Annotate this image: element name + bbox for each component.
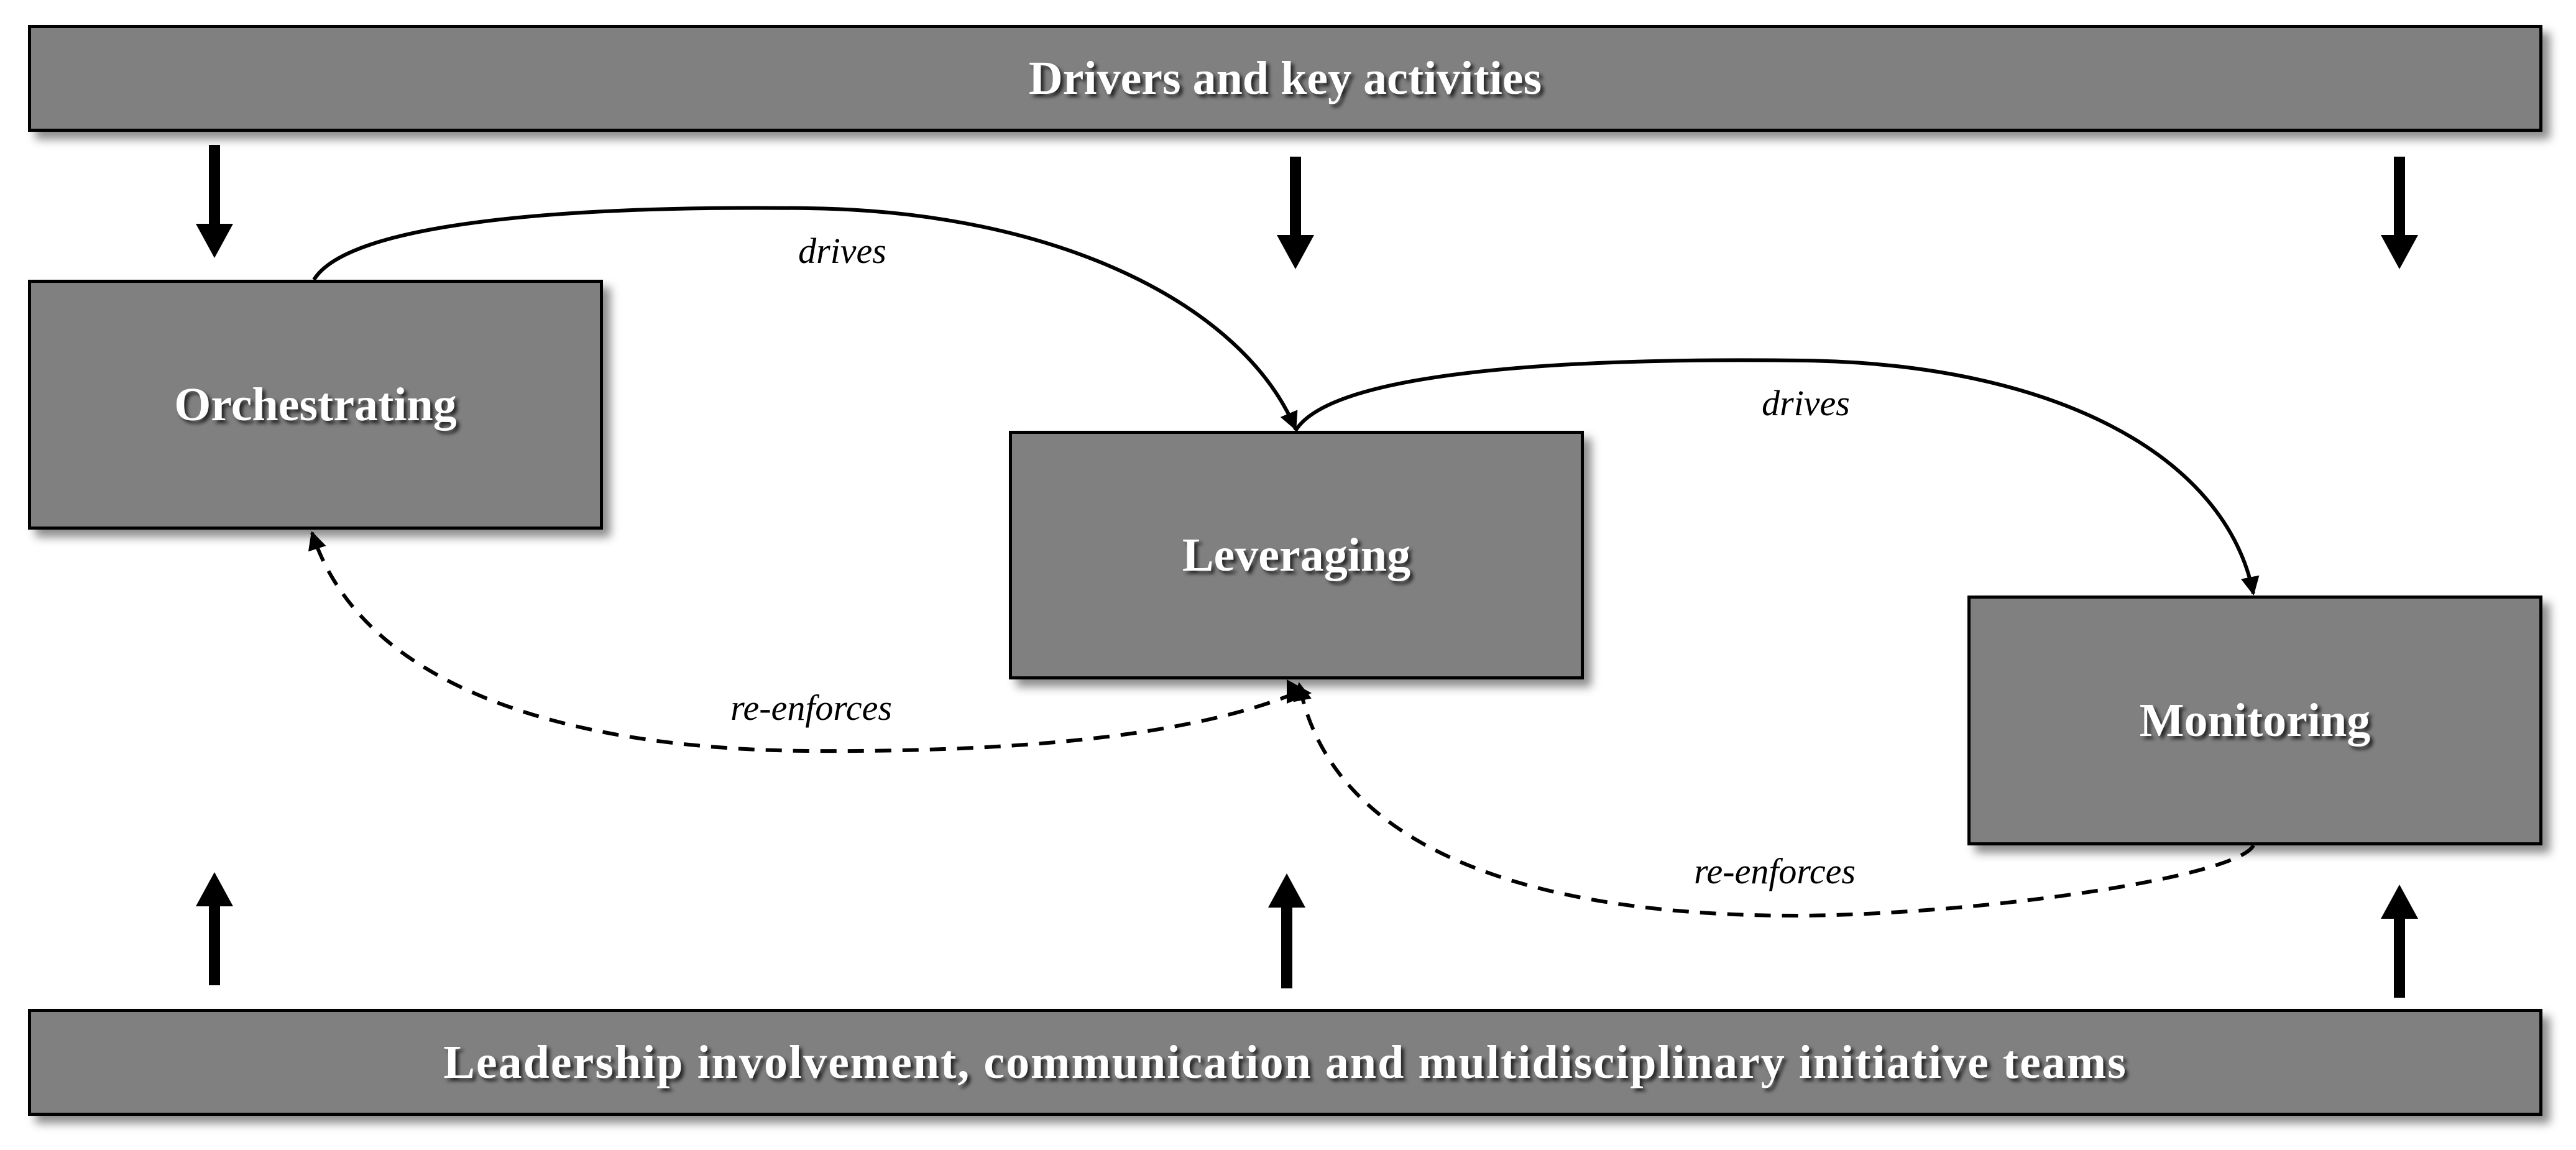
down-arrow-3 <box>2381 157 2418 269</box>
leadership-banner: Leadership involvement, communication an… <box>28 1009 2542 1116</box>
up-arrow-1 <box>196 872 233 985</box>
monitoring-box: Monitoring <box>1967 596 2542 845</box>
up-arrow-2 <box>1268 873 1305 988</box>
orchestrating-label: Orchestrating <box>174 378 457 431</box>
drives-label-1: drives <box>798 231 886 271</box>
reenforces-label-2: re-enforces <box>1694 851 1856 891</box>
up-arrow-3 <box>2381 885 2418 998</box>
drivers-banner-label: Drivers and key activities <box>1028 52 1542 104</box>
reenforces-label-1: re-enforces <box>730 688 892 728</box>
leveraging-box: Leveraging <box>1009 431 1584 679</box>
drives-label-2: drives <box>1762 383 1850 423</box>
down-arrow-1 <box>196 145 233 258</box>
leveraging-label: Leveraging <box>1182 528 1411 581</box>
monitoring-label: Monitoring <box>2139 694 2371 747</box>
reenforces-arrowhead-1 <box>1287 679 1312 704</box>
down-arrow-2 <box>1277 157 1314 269</box>
leadership-banner-label: Leadership involvement, communication an… <box>443 1036 2127 1088</box>
orchestrating-box: Orchestrating <box>28 280 603 530</box>
drivers-banner: Drivers and key activities <box>28 25 2542 132</box>
